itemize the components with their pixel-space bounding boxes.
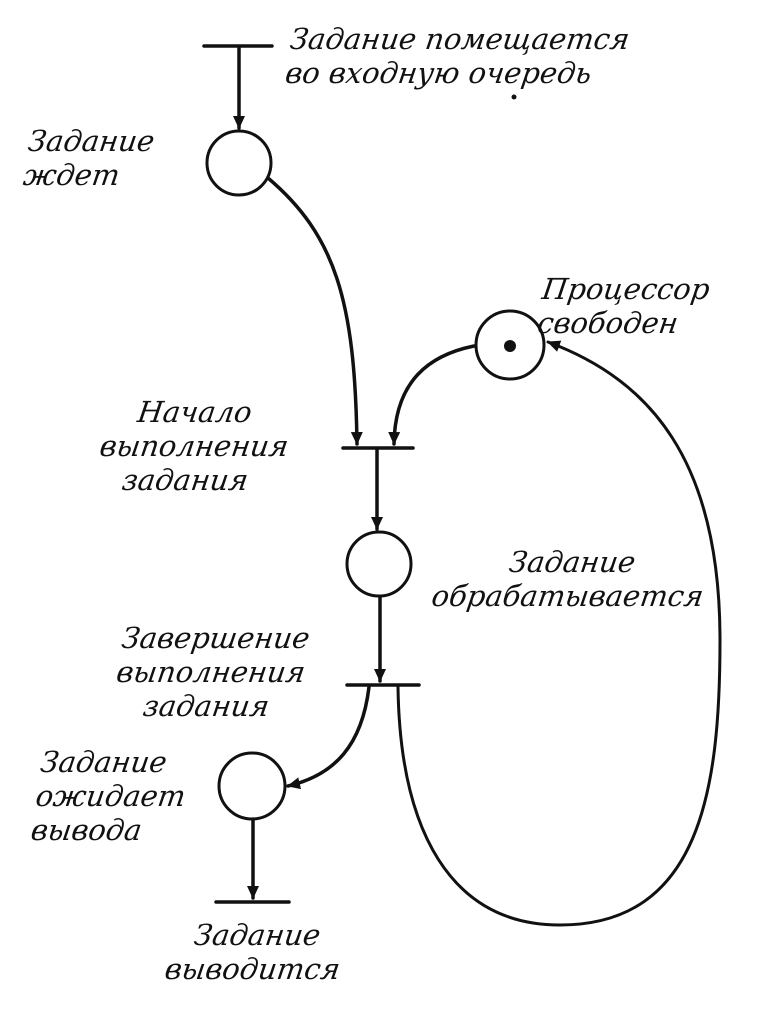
token bbox=[504, 340, 516, 352]
label-input-queue: Задание помещается во входную очередь bbox=[283, 22, 632, 90]
label-job-output: Задание выводится bbox=[162, 918, 343, 986]
label-processor-free: Процессор свободен bbox=[535, 272, 712, 340]
label-waiting-output: Задание ожидает вывода bbox=[28, 745, 188, 847]
place-job-waits bbox=[205, 129, 273, 197]
arc-end-to-processor-loop bbox=[396, 340, 722, 927]
place-waiting-output bbox=[217, 751, 287, 821]
label-job-processing: Задание обрабатывается bbox=[429, 545, 706, 613]
arc-processor-to-start bbox=[388, 344, 476, 446]
place-job-processing bbox=[345, 530, 413, 598]
stray-dot bbox=[511, 94, 517, 100]
arc-end-to-waiting-output bbox=[286, 685, 371, 790]
label-end-execution: Завершение выполнения задания bbox=[114, 621, 312, 723]
arc-waiting-to-start bbox=[266, 176, 363, 446]
label-start-execution: Начало выполнения задания bbox=[97, 395, 291, 497]
label-job-waits: Задание ждет bbox=[21, 124, 157, 192]
